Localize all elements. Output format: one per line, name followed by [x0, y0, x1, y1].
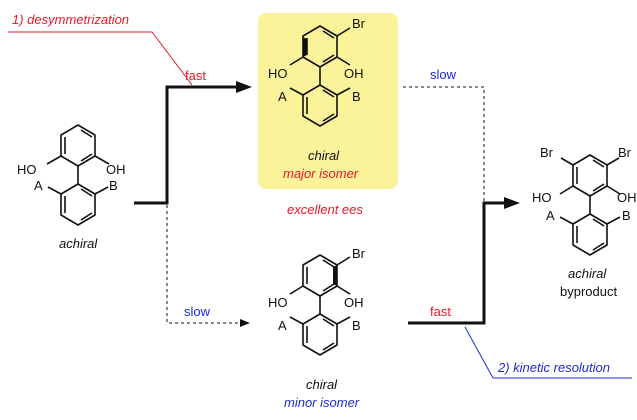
start-ho: HO	[17, 162, 37, 177]
fast-label-bottom: fast	[430, 304, 451, 319]
fast-arrow-bottom	[408, 201, 505, 325]
byproduct-structure	[559, 154, 621, 256]
major-oh: OH	[344, 66, 364, 81]
minor-b: B	[352, 318, 361, 333]
minor-wedge-bond	[333, 265, 337, 286]
major-br: Br	[352, 16, 366, 31]
minor-br: Br	[352, 246, 366, 261]
minor-a: A	[278, 318, 287, 333]
start-oh: OH	[106, 162, 126, 177]
major-isomer-highlight	[258, 13, 398, 189]
byproduct-a: A	[546, 208, 555, 223]
start-a: A	[34, 178, 43, 193]
slow-label-bottom: slow	[184, 304, 211, 319]
byproduct-b: B	[622, 208, 631, 223]
slow-label-top: slow	[430, 67, 457, 82]
start-b: B	[109, 178, 118, 193]
byproduct-oh: OH	[617, 190, 637, 205]
major-b: B	[352, 89, 361, 104]
major-ho: HO	[268, 66, 288, 81]
major-caption-isomer: major isomer	[283, 166, 359, 181]
major-caption-chiral: chiral	[308, 148, 340, 163]
minor-caption-chiral: chiral	[306, 377, 338, 392]
byproduct-br-left: Br	[540, 145, 554, 160]
starting-biaryl	[46, 124, 110, 226]
byproduct-caption-byproduct: byproduct	[560, 284, 617, 299]
fast-label-top: fast	[185, 68, 206, 83]
minor-isomer-structure	[289, 254, 351, 356]
start-caption: achiral	[59, 236, 98, 251]
byproduct-br-right: Br	[618, 145, 632, 160]
minor-ho: HO	[268, 295, 288, 310]
byproduct-ho: HO	[532, 190, 552, 205]
desymmetrization-leader	[8, 31, 193, 86]
kinetic-resolution-leader	[464, 326, 632, 379]
slow-arrow-bottom-head	[240, 319, 250, 327]
major-isomer-structure	[289, 25, 351, 127]
desymmetrization-label: 1) desymmetrization	[12, 12, 129, 27]
fast-arrow-top-head	[236, 81, 252, 93]
excellent-ees-label: excellent ees	[287, 202, 363, 217]
byproduct-caption-achiral: achiral	[568, 266, 607, 281]
minor-oh: OH	[344, 295, 364, 310]
minor-caption-isomer: minor isomer	[284, 395, 360, 410]
major-a: A	[278, 89, 287, 104]
fast-arrow-bottom-head	[504, 197, 520, 209]
kinetic-resolution-label: 2) kinetic resolution	[497, 360, 610, 375]
slow-arrow-top	[403, 86, 485, 203]
fast-arrow-top	[134, 85, 238, 205]
major-wedge-bond	[303, 37, 307, 57]
